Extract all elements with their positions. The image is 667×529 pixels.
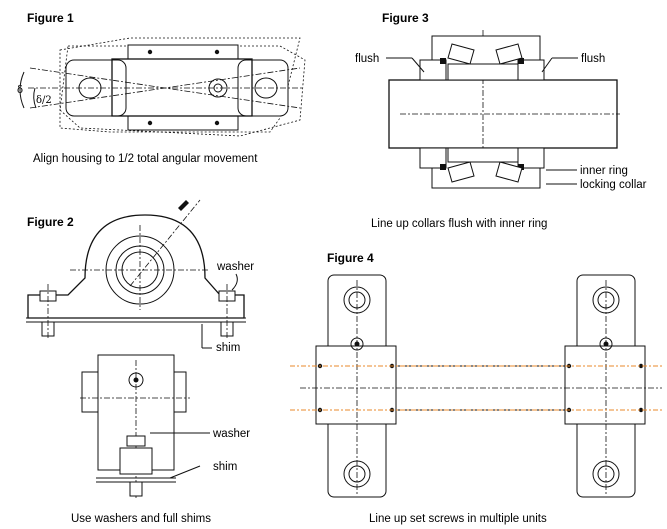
figure-3-caption: Line up collars flush with inner ring (371, 218, 547, 230)
flush-label-left: flush (355, 53, 379, 65)
figure-1-title: Figure 1 (27, 11, 74, 25)
figure-2: Figure 2 washer shim (26, 199, 254, 525)
tilted-housing-outline-b (59, 45, 306, 137)
shim-label-top: shim (216, 342, 240, 354)
delta-label: δ (17, 85, 23, 96)
left-housing-center (315, 345, 397, 425)
delta-arc (19, 71, 25, 109)
figure-4-title: Figure 4 (327, 251, 374, 265)
lower-collar-left (419, 147, 447, 169)
flush-label-right: flush (581, 53, 605, 65)
washer-label-top: washer (216, 261, 254, 273)
half-delta-label: δ/2 (36, 95, 52, 106)
figure-2-caption: Use washers and full shims (71, 513, 211, 525)
shaft-stub-right (173, 371, 187, 413)
figure-2-title: Figure 2 (27, 215, 74, 229)
figure-1: Figure 1 δ δ/2 Align housing to 1/2 tota… (17, 11, 306, 165)
upper-collar-left (419, 59, 447, 81)
figure-3: Figure 3 flush flush inner ring locking … (355, 11, 647, 230)
figure-3-title: Figure 3 (382, 11, 429, 25)
right-housing-center (564, 345, 646, 425)
figure-4-caption: Line up set screws in multiple units (369, 513, 547, 525)
washer-label-bottom: washer (212, 428, 250, 440)
housing-center-body (111, 58, 253, 117)
figure-1-caption: Align housing to 1/2 total angular movem… (33, 153, 258, 165)
shim-label-bottom: shim (213, 461, 237, 473)
half-delta-arc (33, 87, 37, 109)
side-bolt-block (119, 447, 153, 475)
inner-ring-label: inner ring (580, 165, 628, 177)
tilted-housing-outline-a (59, 37, 301, 133)
locking-collar-label: locking collar (580, 179, 647, 191)
figure-4: Figure 4 Line up set screws in multiple … (290, 251, 664, 525)
housing-bottom-cap (127, 115, 239, 131)
shaft-stub-left (81, 371, 99, 413)
pillow-block-front (27, 214, 245, 319)
housing-top-cap (127, 44, 239, 60)
